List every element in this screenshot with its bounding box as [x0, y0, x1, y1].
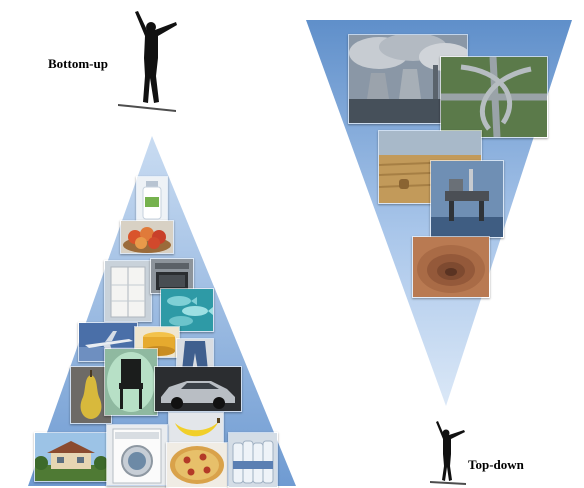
banana-photo — [168, 412, 224, 444]
washing-machine-photo — [106, 424, 168, 486]
water-bottles-photo — [228, 432, 278, 488]
oven-photo — [150, 258, 194, 294]
top-down-figure-icon — [430, 421, 466, 485]
top-down-label: Top-down — [468, 457, 524, 472]
bottom-up-figure-icon — [118, 11, 177, 112]
pizza-photo — [166, 442, 228, 488]
fish-photo — [160, 288, 214, 332]
bottle-photo — [136, 176, 168, 222]
open-pit-mine-photo — [412, 236, 490, 298]
house-photo — [34, 432, 108, 482]
oil-platform-photo — [430, 160, 504, 238]
car-photo — [154, 366, 242, 412]
highway-interchange-photo — [440, 56, 548, 138]
bottom-up-label: Bottom-up — [48, 56, 108, 71]
fruit-basket-photo — [120, 220, 174, 254]
chair-photo — [104, 348, 158, 416]
cabinet-photo — [104, 260, 152, 322]
